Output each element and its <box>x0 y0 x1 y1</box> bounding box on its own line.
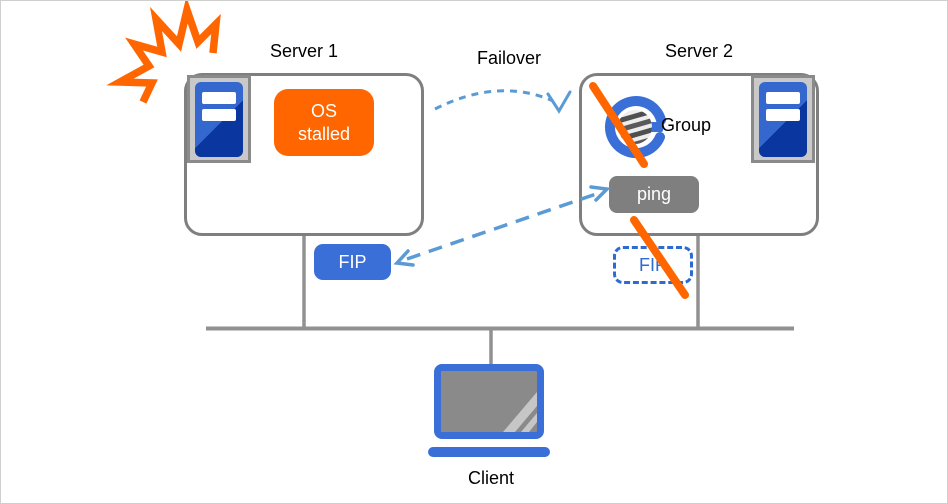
server-slot-icon <box>766 109 800 121</box>
client-label: Client <box>467 468 515 488</box>
laptop-base-icon <box>428 447 550 457</box>
server-slot-icon <box>766 92 800 104</box>
server1-title: Server 1 <box>269 41 339 61</box>
failover-arrowhead-icon <box>546 90 572 114</box>
os-stalled-badge: OS stalled <box>274 89 374 156</box>
laptop-screen-glare <box>503 392 537 432</box>
server2-server-icon <box>751 75 815 163</box>
server-slot-icon <box>202 92 236 104</box>
laptop-icon <box>434 364 544 439</box>
fip-label: FIP <box>638 254 667 275</box>
server2-title: Server 2 <box>664 41 734 61</box>
server-tower-icon <box>195 82 243 157</box>
ping-arrowhead-left-icon <box>393 249 415 267</box>
fip-label: FIP <box>338 251 367 272</box>
ping-badge: ping <box>609 176 699 213</box>
failover-arrow <box>434 89 554 111</box>
server-slot-icon <box>202 109 236 121</box>
fip-badge-active: FIP <box>314 244 391 280</box>
fip-badge-inactive: FIP <box>613 246 693 284</box>
server1-server-icon <box>187 75 251 163</box>
os-stalled-label: OS stalled <box>297 101 351 144</box>
group-label: Group <box>661 115 712 135</box>
failover-label: Failover <box>476 48 542 68</box>
server-tower-icon <box>759 82 807 157</box>
ping-label: ping <box>636 184 672 204</box>
ping-arrow <box>406 191 600 261</box>
